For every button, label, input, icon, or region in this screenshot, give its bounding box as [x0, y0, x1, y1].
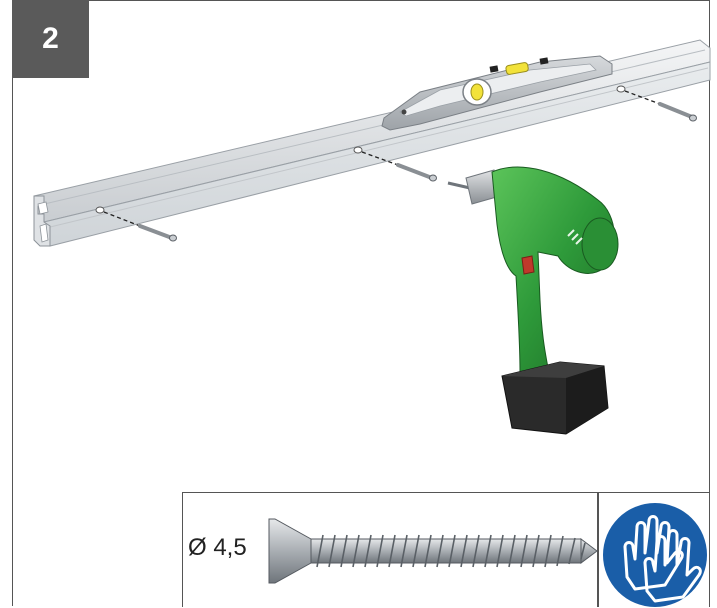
screw-spec-panel	[182, 492, 598, 607]
wear-gloves-icon	[603, 503, 707, 607]
gloves-panel	[598, 492, 710, 607]
drill-guide-lines	[103, 90, 661, 227]
rail-screws	[138, 102, 697, 242]
spirit-level-icon	[381, 55, 613, 131]
wood-screw-icon	[268, 518, 598, 584]
cordless-drill-icon	[447, 166, 619, 435]
screw-diameter-label: Ø 4,5	[188, 534, 247, 561]
instruction-frame	[12, 0, 710, 606]
step-number-badge: 2	[12, 0, 89, 78]
